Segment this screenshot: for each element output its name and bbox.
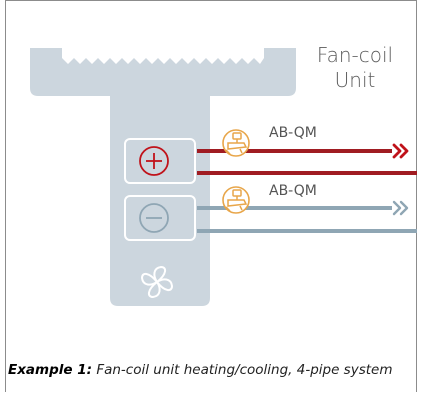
valve-upper-label: AB-QM [269,125,317,141]
plus-circle-icon [139,146,169,176]
heating-flow-arrow-icon [392,143,409,159]
cooling-coil [124,195,196,241]
heating-coil [124,138,196,184]
minus-circle-icon [139,203,169,233]
figure-caption: Example 1: Fan-coil unit heating/cooling… [8,362,392,378]
figure-frame [5,0,417,392]
valve-icon [222,186,250,214]
unit-title: Fan-coil Unit [300,43,410,93]
caption-label: Example 1: [8,362,93,378]
fan-icon [140,265,174,299]
unit-title-line2: Unit [334,68,376,92]
unit-title-line1: Fan-coil [316,43,394,67]
valve-lower-label: AB-QM [269,183,317,199]
valve-icon [222,129,250,157]
cooling-flow-arrow-icon [392,200,409,216]
caption-text: Fan-coil unit heating/cooling, 4-pipe sy… [92,362,393,378]
